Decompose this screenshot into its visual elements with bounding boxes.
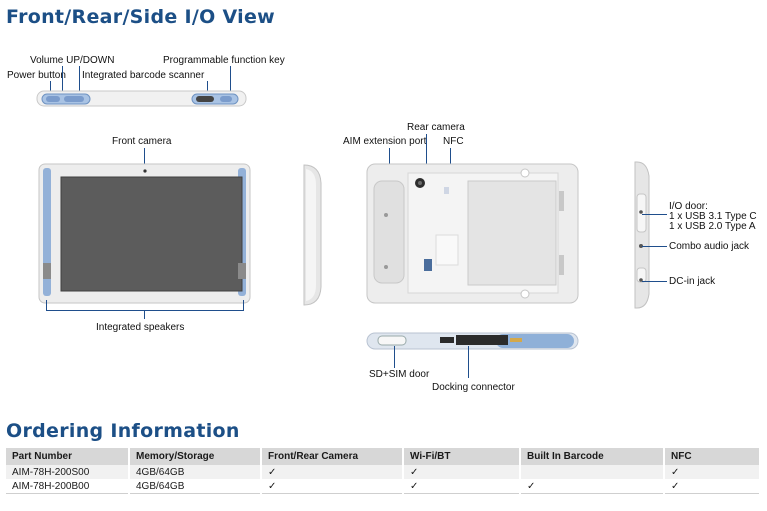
table-header-row: Part Number Memory/Storage Front/Rear Ca…: [6, 448, 761, 465]
nfc-label: NFC: [443, 136, 464, 147]
barcode-scanner-label: Integrated barcode scanner: [82, 70, 205, 81]
dc-in-label: DC-in jack: [669, 276, 716, 287]
table-cell: ✓: [403, 479, 521, 494]
device-left-side-view: [303, 164, 322, 306]
column-header: Memory/Storage: [129, 448, 262, 465]
table-cell: ✓: [664, 479, 761, 494]
sd-sim-door-label: SD+SIM door: [369, 369, 430, 380]
table-row: AIM-78H-200B00 4GB/64GB ✓ ✓ ✓ ✓: [6, 479, 761, 494]
audio-jack-label: Combo audio jack: [669, 241, 750, 252]
column-header: Wi-Fi/BT: [403, 448, 521, 465]
docking-connector-label: Docking connector: [432, 382, 515, 393]
table-cell: ✓: [261, 465, 404, 479]
column-header: Part Number: [6, 448, 130, 465]
table-cell: 4GB/64GB: [129, 479, 262, 494]
ordering-table: Part Number Memory/Storage Front/Rear Ca…: [6, 448, 761, 494]
volume-label: Volume UP/DOWN: [30, 55, 115, 66]
io-view-title: Front/Rear/Side I/O View: [6, 6, 275, 28]
table-cell: ✓: [261, 479, 404, 494]
table-row: AIM-78H-200S00 4GB/64GB ✓ ✓ ✓: [6, 465, 761, 479]
table-cell: ✓: [520, 479, 665, 494]
column-header: Front/Rear Camera: [261, 448, 404, 465]
device-rear-view: [366, 163, 579, 304]
ordering-title: Ordering Information: [6, 420, 240, 442]
table-cell: ✓: [664, 465, 761, 479]
column-header: Built In Barcode: [520, 448, 665, 465]
aim-port-label: AIM extension port: [343, 136, 427, 147]
table-cell: 4GB/64GB: [129, 465, 262, 479]
device-bottom-view: [366, 332, 579, 350]
usb31-label: 1 x USB 3.1 Type C: [669, 211, 757, 222]
power-button-label: Power button: [7, 70, 66, 81]
column-header: NFC: [664, 448, 761, 465]
table-cell: [520, 465, 665, 479]
table-cell: ✓: [403, 465, 521, 479]
table-cell: AIM-78H-200S00: [6, 465, 130, 479]
device-right-side-view: [634, 161, 650, 309]
programmable-key-label: Programmable function key: [163, 55, 285, 66]
io-door-label: I/O door:: [669, 201, 708, 212]
table-cell: AIM-78H-200B00: [6, 479, 130, 494]
front-camera-label: Front camera: [112, 136, 172, 147]
device-top-view: [36, 90, 247, 107]
speakers-label: Integrated speakers: [96, 322, 185, 333]
rear-camera-label: Rear camera: [407, 122, 465, 133]
usb20-label: 1 x USB 2.0 Type A: [669, 221, 756, 232]
device-front-view: [38, 163, 251, 304]
